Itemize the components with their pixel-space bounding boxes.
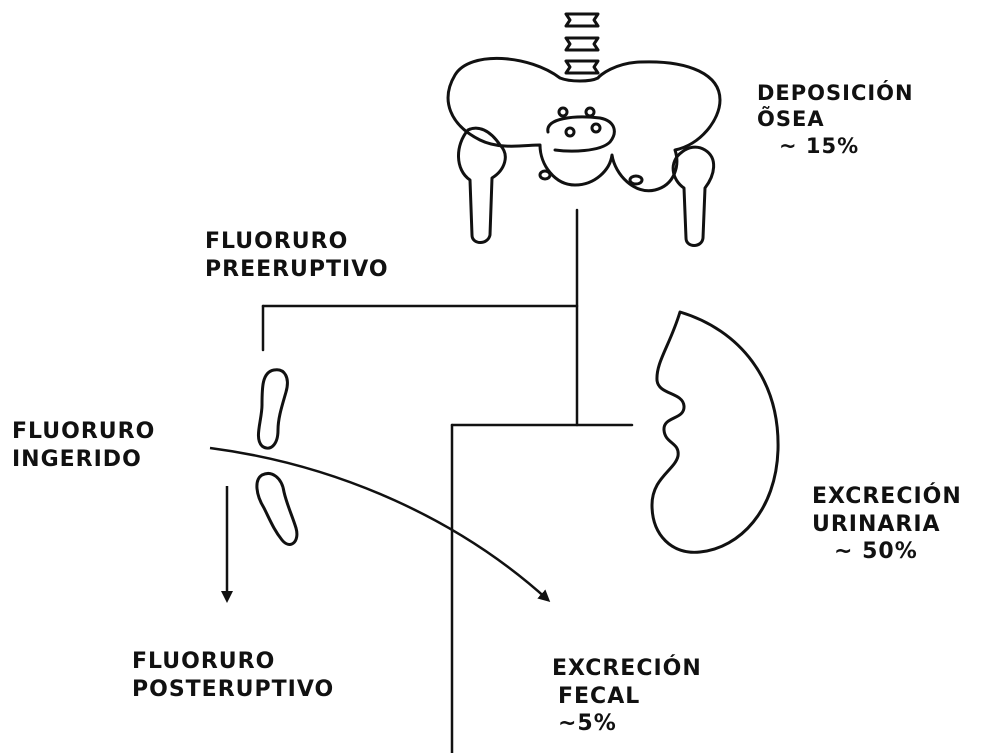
ingested-line1: FLUORURO: [12, 418, 155, 446]
preeruptive-line2: PREERUPTIVO: [205, 256, 389, 284]
posteruptive-fluoride-label: FLUORURO POSTERUPTIVO: [132, 648, 334, 703]
preeruptive-fluoride-label: FLUORURO PREERUPTIVO: [205, 228, 389, 283]
fecal-arrow: [210, 448, 548, 600]
fecal-percent: ~5%: [552, 710, 702, 738]
urinary-line1: EXCRECIÓN: [812, 483, 962, 511]
bone-deposition-label: DEPOSICIÓN ÕSEA ~ 15%: [757, 80, 914, 159]
bone-label-line1: DEPOSICIÓN: [757, 80, 914, 106]
fecal-line2: FECAL: [552, 683, 702, 711]
urinary-percent: ~ 50%: [812, 538, 962, 566]
bone-label-percent: ~ 15%: [757, 133, 914, 159]
preeruptive-line1: FLUORURO: [205, 228, 389, 256]
urinary-line2: URINARIA: [812, 511, 962, 539]
urinary-excretion-label: EXCRECIÓN URINARIA ~ 50%: [812, 483, 962, 566]
kidney-icon: [652, 312, 778, 552]
posteruptive-line2: POSTERUPTIVO: [132, 676, 334, 704]
skeleton-icon: [448, 14, 720, 246]
bone-label-line2: ÕSEA: [757, 106, 914, 132]
ingested-line2: INGERIDO: [12, 446, 155, 474]
ingested-fluoride-label: FLUORURO INGERIDO: [12, 418, 155, 473]
posteruptive-line1: FLUORURO: [132, 648, 334, 676]
fecal-line1: EXCRECIÓN: [552, 655, 702, 683]
fecal-excretion-label: EXCRECIÓN FECAL ~5%: [552, 655, 702, 738]
